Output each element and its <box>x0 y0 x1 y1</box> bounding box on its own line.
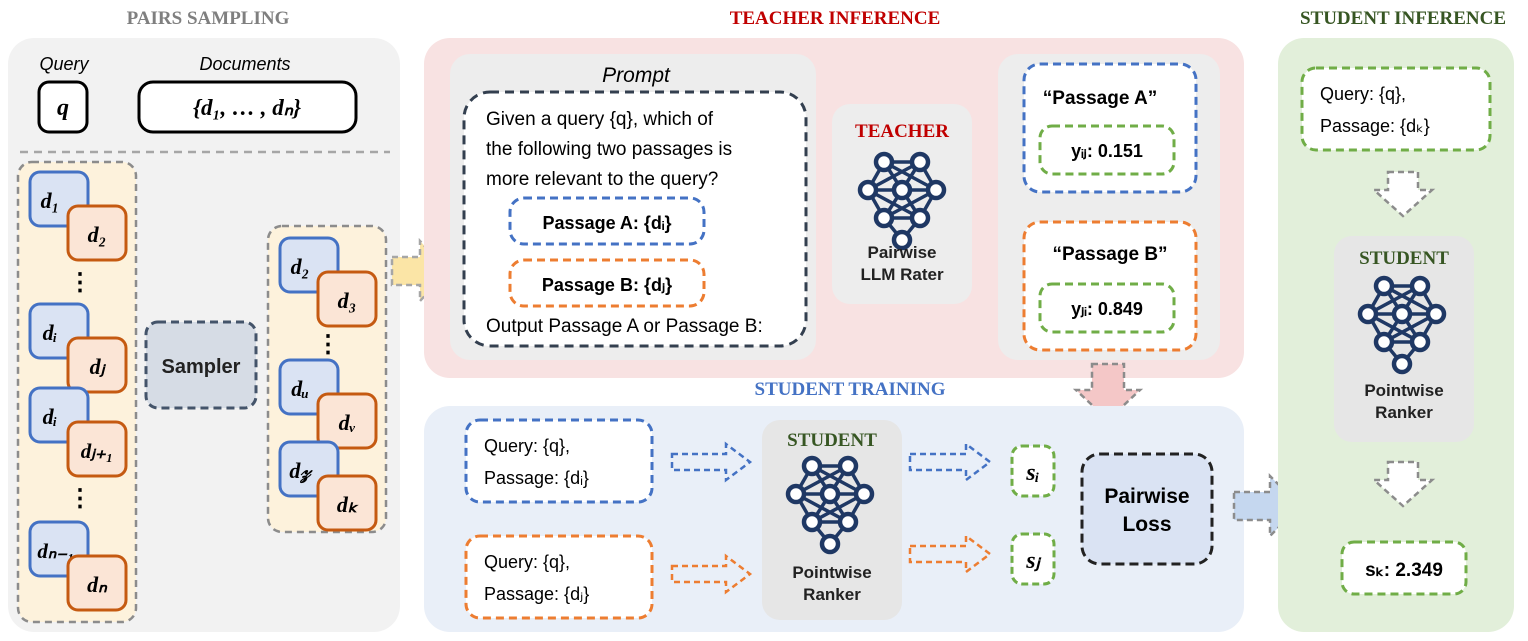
prompt-line: more relevant to the query? <box>486 169 718 190</box>
doc-label: dᵢ <box>43 404 58 429</box>
doc-card <box>66 204 128 262</box>
doc-label: d𝓏 <box>289 458 313 484</box>
section-title-pairs-sampling: PAIRS SAMPLING <box>127 8 290 29</box>
arrow-right-icon <box>908 441 993 483</box>
output-b-score-box <box>1038 282 1176 334</box>
inference-score-box <box>1340 540 1468 596</box>
student-label: STUDENT <box>787 430 877 451</box>
prompt-line: the following two passages is <box>486 139 732 160</box>
teacher-model-panel <box>832 104 972 304</box>
doc-label: d₂ <box>291 254 310 279</box>
doc-card <box>316 474 378 532</box>
doc-label: d₂ <box>88 222 107 247</box>
prompt-line: Given a query {q}, which of <box>486 109 714 130</box>
student-model-panel <box>762 420 902 620</box>
teacher-label: TEACHER <box>855 121 949 142</box>
doc-label: dᵥ <box>339 410 356 435</box>
doc-card <box>316 270 378 328</box>
query-line: Query: {q}, <box>484 552 570 572</box>
section-title-teacher-inference: TEACHER INFERENCE <box>730 8 941 29</box>
section-title-student-training: STUDENT TRAINING <box>755 379 946 400</box>
arrow-right-icon <box>670 441 753 483</box>
prompt-title: Prompt <box>602 64 671 87</box>
doc-card <box>316 392 378 450</box>
ellipsis: ⋮ <box>68 485 92 512</box>
doc-label: dₙ <box>87 572 108 597</box>
doc-label: dⱼ₊₁ <box>81 439 114 463</box>
query-passage-i-box <box>464 418 654 504</box>
output-b-score: yⱼᵢ: 0.849 <box>1071 299 1143 319</box>
doc-card <box>66 554 128 612</box>
prompt-output-line: Output Passage A or Passage B: <box>486 316 763 337</box>
output-a-score: yᵢⱼ: 0.151 <box>1071 141 1143 161</box>
output-a-score-box <box>1038 124 1176 176</box>
ranker-label: Ranker <box>1375 403 1433 422</box>
ellipsis: ⋮ <box>316 331 340 358</box>
doc-label: dᵢ <box>43 320 58 345</box>
passage-a-label: Passage A: {dᵢ} <box>543 213 672 233</box>
score-i-label: sᵢ <box>1025 460 1039 486</box>
doc-card <box>66 336 128 394</box>
student-label: STUDENT <box>1359 248 1449 269</box>
documents-label: Documents <box>199 54 290 74</box>
score-i-box <box>1010 444 1056 498</box>
score-j-box <box>1010 532 1056 586</box>
loss-label: Pairwise <box>1104 485 1189 508</box>
score-j-label: sⱼ <box>1025 548 1041 574</box>
ranker-label: Ranker <box>803 585 861 604</box>
inference-score: sₖ: 2.349 <box>1365 560 1443 581</box>
doc-label: d₃ <box>338 288 357 313</box>
output-a-label: “Passage A” <box>1043 88 1157 109</box>
passage-line: Passage: {dᵢ} <box>484 468 589 488</box>
arrow-right-icon <box>908 533 993 575</box>
doc-label: dₙ₋₁ <box>37 539 74 563</box>
passage-line: Passage: {dⱼ} <box>484 584 589 604</box>
ranker-label: Pointwise <box>792 563 871 582</box>
ranker-label: Pointwise <box>1364 381 1443 400</box>
rater-label: Pairwise <box>868 243 937 262</box>
passage-b-label: Passage B: {dⱼ} <box>542 275 672 295</box>
doc-label: dⱼ <box>90 354 107 379</box>
arrow-right-icon <box>670 553 753 595</box>
pairwise-loss-box <box>1080 452 1214 566</box>
passage-line: Passage: {dₖ} <box>1320 116 1430 136</box>
doc-label: dᵤ <box>291 376 309 401</box>
documents-set: {d₁, … , dₙ} <box>193 95 301 120</box>
ellipsis: ⋮ <box>68 269 92 296</box>
query-passage-j-box <box>464 534 654 620</box>
query-line: Query: {q}, <box>1320 84 1406 104</box>
rater-label: LLM Rater <box>860 265 944 284</box>
inference-query-box <box>1300 66 1492 152</box>
output-b-label: “Passage B” <box>1052 244 1167 265</box>
doc-card <box>66 420 128 478</box>
doc-label: dₖ <box>337 492 359 517</box>
sampler-box <box>144 320 258 410</box>
arrow-down-icon <box>1370 460 1436 508</box>
arrow-down-icon <box>1370 170 1436 218</box>
query-label: Query <box>39 54 89 74</box>
section-title-student-inference: STUDENT INFERENCE <box>1300 8 1506 29</box>
passage-a-box <box>508 196 706 246</box>
inference-student-panel <box>1334 236 1474 442</box>
loss-label: Loss <box>1122 513 1171 536</box>
arrow-down-icon <box>1072 362 1144 422</box>
query-symbol: q <box>57 95 69 121</box>
query-box <box>37 80 89 134</box>
query-line: Query: {q}, <box>484 436 570 456</box>
documents-box <box>137 80 358 134</box>
sampler-label: Sampler <box>162 356 241 378</box>
passage-b-box <box>508 258 706 308</box>
doc-label: d₁ <box>41 188 60 213</box>
